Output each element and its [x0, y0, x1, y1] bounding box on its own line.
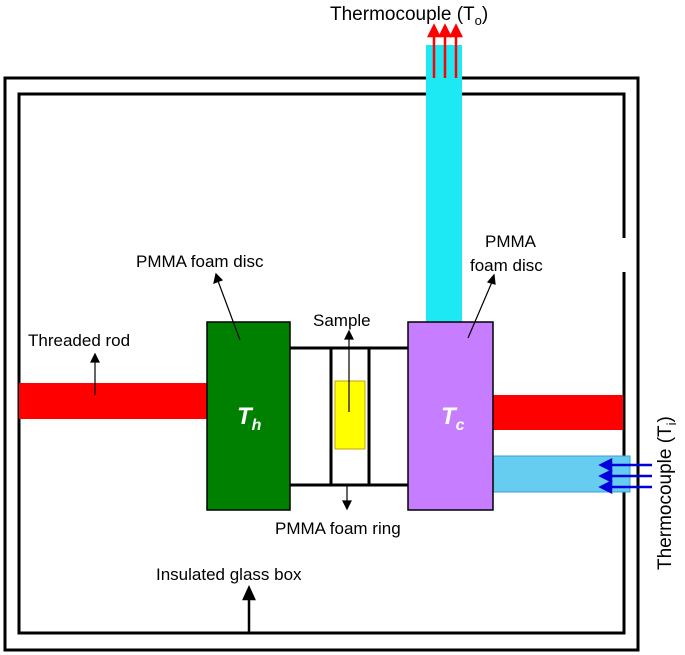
pmma-disc-left-label: PMMA foam disc — [136, 252, 264, 271]
pmma-disc-right-label-line2: foam disc — [470, 256, 543, 275]
pmma-ring-label: PMMA foam ring — [275, 519, 401, 538]
thermocouple-top-label: Thermocouple (To) — [330, 4, 488, 28]
threaded-rod-left — [19, 383, 207, 419]
pointer-lines — [90, 272, 496, 511]
glass-box-pointer — [242, 584, 256, 633]
glass-box-label: Insulated glass box — [156, 565, 302, 584]
threaded-rod-label: Threaded rod — [28, 331, 130, 350]
pmma-disc-right-label-line1: PMMA — [485, 232, 537, 251]
glass-box-outer-wall — [3, 76, 640, 652]
cold-plate-label: Tc — [441, 403, 465, 434]
sample-label: Sample — [313, 311, 371, 330]
outflow-arrows — [426, 23, 464, 78]
thermocouple-right-label: Thermocouple (Ti) — [655, 416, 679, 570]
inflow-arrows — [598, 457, 652, 495]
hot-plate — [206, 321, 291, 511]
threaded-rod-right — [493, 395, 623, 430]
sample-block — [334, 380, 366, 450]
cold-plate — [407, 321, 494, 511]
glass-box-inner-wall — [17, 92, 626, 635]
hot-plate-label: Th — [237, 403, 262, 434]
wall-notch — [620, 238, 628, 272]
top-coolant-pipe — [426, 45, 462, 323]
